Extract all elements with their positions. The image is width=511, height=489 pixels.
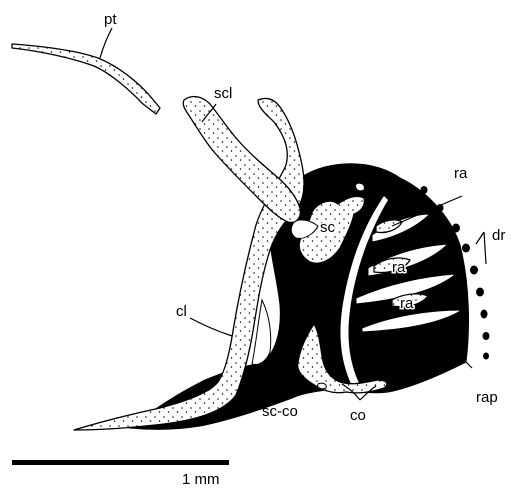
label-pt: pt	[104, 11, 117, 28]
label-co: co	[350, 407, 366, 424]
label-sc-co: sc-co	[262, 403, 298, 420]
small-foramen	[356, 183, 365, 191]
pt-bone	[12, 44, 160, 114]
coracoid-foramen	[318, 383, 327, 389]
label-scl: scl	[214, 85, 232, 102]
label-ra-1: ra	[454, 165, 468, 182]
label-rap: rap	[476, 389, 498, 406]
label-dr: dr	[492, 227, 505, 244]
label-sc: sc	[320, 219, 336, 236]
scale-bar	[12, 460, 229, 465]
label-ra-3: ra	[400, 295, 414, 312]
label-ra-2: ra	[392, 259, 406, 276]
scale-bar-label: 1 mm	[182, 471, 220, 488]
label-cl: cl	[176, 303, 187, 320]
